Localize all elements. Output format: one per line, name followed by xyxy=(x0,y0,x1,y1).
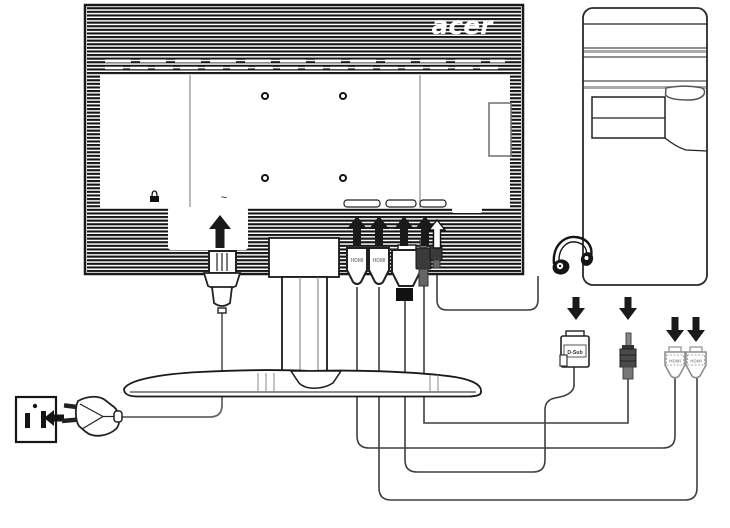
up-arrow-icon xyxy=(394,216,414,246)
svg-text:HDMI: HDMI xyxy=(373,258,386,264)
hdmi-cable-1 xyxy=(356,287,676,449)
svg-text:HDMI: HDMI xyxy=(351,258,364,264)
kensington-lock-icon xyxy=(150,190,159,202)
hdmi-cable-2 xyxy=(378,287,698,501)
up-arrow-icon xyxy=(369,216,389,246)
down-arrow-icon xyxy=(619,297,637,320)
svg-text:HDMI: HDMI xyxy=(669,359,681,364)
dsub-port xyxy=(391,244,421,301)
pc-tower xyxy=(582,7,708,286)
power-plug-icon xyxy=(61,395,123,437)
vesa-screw-hole xyxy=(261,92,347,182)
base-neck-indent xyxy=(289,370,343,389)
down-arrow-icon xyxy=(687,317,705,342)
up-arrow-icon xyxy=(347,216,367,246)
down-arrows xyxy=(567,297,705,342)
up-arrow-icon xyxy=(415,216,435,246)
hdmi-cable-connector-a: HDMI xyxy=(664,346,686,379)
vesa-plate xyxy=(100,75,510,208)
hdmi-cable-connector-b: HDMI xyxy=(685,346,707,379)
left-arrow-icon xyxy=(44,410,64,426)
cables xyxy=(122,266,698,501)
audio-cable xyxy=(423,286,629,424)
monitor-ports: HDMI HDMI xyxy=(346,237,443,301)
headphone-cable xyxy=(436,266,539,311)
power-connector xyxy=(202,250,242,314)
up-arrow-power xyxy=(209,215,231,248)
up-arrow-outline-icon xyxy=(427,218,447,249)
headphones-icon xyxy=(552,235,594,275)
ac-power-symbol: ~ xyxy=(221,192,227,204)
vent-slots xyxy=(343,199,482,213)
stand-column xyxy=(281,276,328,374)
monitor-rear: acer ~ xyxy=(83,3,525,276)
stand-mount-plate xyxy=(268,237,340,278)
svg-text:HDMI: HDMI xyxy=(690,359,702,364)
audio-cable-connector xyxy=(619,332,637,380)
stand xyxy=(268,237,340,374)
power-cable xyxy=(122,312,223,418)
down-arrow-icon xyxy=(567,297,585,320)
svg-text:D-Sub: D-Sub xyxy=(567,350,582,356)
side-panel-cutout xyxy=(488,102,512,157)
ferrite-bead xyxy=(396,288,413,301)
power-inlet-cutout xyxy=(168,207,248,250)
hdmi-port-2: HDMI xyxy=(368,247,390,285)
tower-power-button xyxy=(664,85,706,101)
dsub-cable xyxy=(404,301,575,473)
base xyxy=(123,369,482,398)
acer-logo: acer xyxy=(432,11,495,40)
port-up-arrows xyxy=(347,216,447,249)
dsub-cable-connector: D-Sub xyxy=(559,330,590,368)
hdmi-port-1: HDMI xyxy=(346,247,368,285)
down-arrow-icon xyxy=(666,317,684,342)
